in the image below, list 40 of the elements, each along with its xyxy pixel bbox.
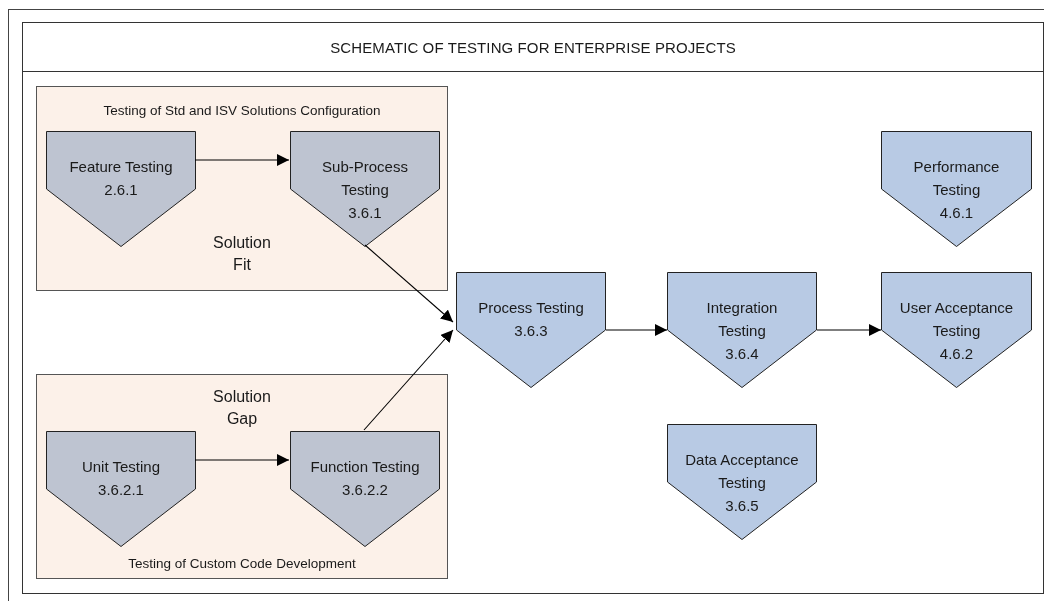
node-label: Feature Testing [69, 157, 173, 177]
arrow [363, 329, 454, 431]
node-number: 2.6.1 [104, 180, 138, 200]
group-label: Solution Fit [212, 233, 272, 275]
pentagon-shape [290, 131, 440, 247]
arrow [364, 244, 454, 323]
node-number: 3.6.3 [514, 321, 548, 341]
arrow [816, 324, 882, 336]
node-label: Integration Testing [705, 298, 779, 341]
pentagon-shape [46, 431, 196, 547]
pentagon-shape [290, 431, 440, 547]
arrow [605, 324, 668, 336]
node-number: 4.6.2 [939, 344, 974, 364]
node-number: 3.6.2.1 [98, 480, 144, 500]
group-label: Solution Gap [212, 387, 272, 429]
pentagon-shape [46, 131, 196, 247]
group-heading: Testing of Custom Code Development [127, 555, 357, 573]
node-number: 3.6.1 [348, 203, 382, 223]
pentagon-shape [881, 272, 1032, 388]
node-number: 3.6.5 [725, 496, 759, 516]
node-number: 3.6.2.2 [342, 480, 388, 500]
node-label: Performance Testing [912, 157, 1001, 200]
group-panel [36, 374, 448, 579]
node-number: 4.6.1 [939, 203, 974, 223]
node-number: 3.6.4 [725, 344, 759, 364]
arrow [194, 454, 290, 466]
pentagon-shape [881, 131, 1032, 247]
node-label: Function Testing [310, 457, 420, 477]
arrow [194, 154, 290, 166]
node-label: Data Acceptance Testing [684, 450, 800, 493]
pentagon-shape [456, 272, 606, 388]
node-label: Process Testing [478, 298, 584, 318]
group-heading: Testing of Std and ISV Solutions Configuration [102, 102, 382, 120]
node-label: Sub-Process Testing [321, 157, 409, 200]
diagram-title: SCHEMATIC OF TESTING FOR ENTERPRISE PROJECTS [330, 38, 736, 56]
node-label: User Acceptance Testing [898, 298, 1015, 341]
pentagon-shape [667, 424, 817, 540]
node-label: Unit Testing [81, 457, 161, 477]
group-panel [36, 86, 448, 291]
pentagon-shape [667, 272, 817, 388]
